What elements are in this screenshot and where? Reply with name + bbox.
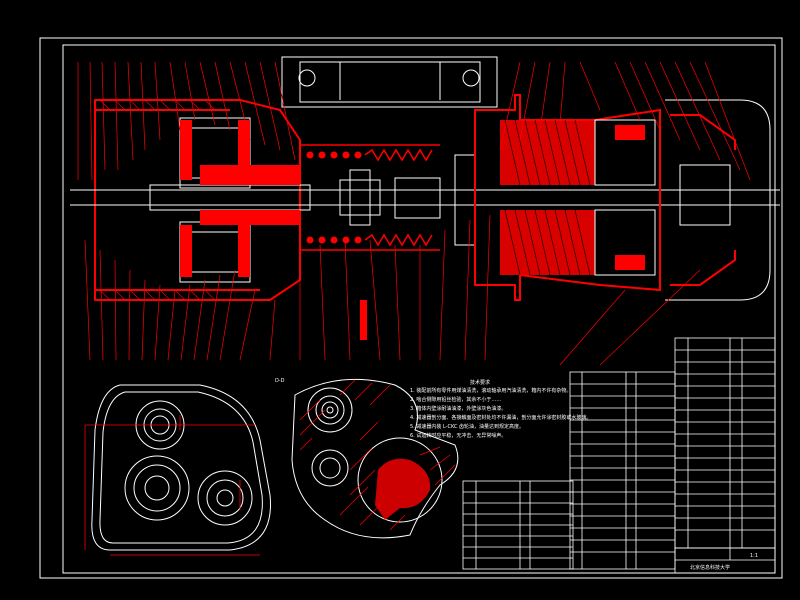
note-1: 1. 装配前所有零件用煤油清洗，滚动轴承用汽油清洗，箱内不许有杂物。 <box>410 387 571 394</box>
parts-list-middle <box>569 371 676 570</box>
title-block: 1:1 北京信息科技大学 <box>674 547 776 574</box>
note-3: 3. 箱体内壁涂耐油油漆，外壁涂灰色油漆。 <box>410 405 506 412</box>
section-dd-view: D-D <box>275 378 459 539</box>
institution-name: 北京信息科技大学 <box>690 564 730 571</box>
note-5: 5. 减速器内装 L-CKC 齿轮油，油量达到规定高度。 <box>410 423 524 430</box>
leader-lines-bottom <box>84 214 701 366</box>
outer-border <box>39 37 783 579</box>
motor-stator <box>500 120 595 275</box>
inner-border <box>62 44 776 574</box>
motor-housing <box>474 94 661 301</box>
section-label: D-D <box>275 378 285 384</box>
gearbox-outline-view <box>91 384 271 551</box>
fan-cover <box>665 99 771 301</box>
parts-list-left <box>462 480 574 570</box>
drawing-scale: 1:1 <box>750 553 758 559</box>
note-2: 2. 啮合侧隙用铅丝检验，其余不小于…… <box>410 396 501 403</box>
notes-title: 技术要求 <box>470 379 490 386</box>
leader-lines-top <box>77 61 751 181</box>
parts-list-right <box>674 337 776 549</box>
main-section-view <box>70 56 780 366</box>
note-4: 4. 减速器剖分面、各接触面及密封处均不许漏油，剖分面允许涂密封胶或水玻璃。 <box>410 414 591 421</box>
spring-coil <box>306 151 362 244</box>
note-6: 6. 试运转时应平稳，无冲击、无异常噪声。 <box>410 432 506 439</box>
technical-notes: 技术要求 1. 装配前所有零件用煤油清洗，滚动轴承用汽油清洗，箱内不许有杂物。 … <box>410 379 591 439</box>
